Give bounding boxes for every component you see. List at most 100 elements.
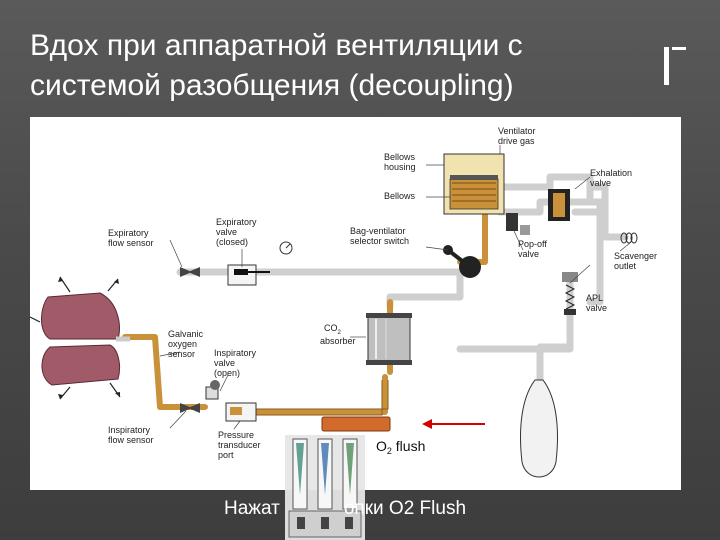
label-scavenger-outlet-2: outlet — [614, 261, 637, 271]
label-co2: CO — [324, 323, 338, 333]
label-galvanic-1: Galvanic — [168, 329, 204, 339]
flowmeter-tube-2 — [317, 438, 333, 510]
label-galvanic-2: oxygen — [168, 339, 197, 349]
svg-text:CO2: CO2 — [324, 323, 342, 336]
flowmeter-tube-3 — [342, 438, 358, 510]
svg-text:absorber: absorber — [320, 336, 356, 346]
svg-text:transducer: transducer — [218, 440, 261, 450]
apl-valve — [562, 272, 578, 315]
svg-text:Pressure: Pressure — [218, 430, 254, 440]
flowmeter-tube-1 — [292, 438, 308, 510]
slide-title: Вдох при аппаратной вентиляции с системо… — [30, 29, 523, 102]
label-pressure-2: transducer — [218, 440, 261, 450]
label-expiratory-valve-1: Expiratory — [216, 217, 257, 227]
svg-text:valve: valve — [216, 227, 237, 237]
svg-text:APL: APL — [586, 293, 603, 303]
label-pressure-1: Pressure — [218, 430, 254, 440]
svg-text:Bellows: Bellows — [384, 191, 416, 201]
svg-text:oxygen: oxygen — [168, 339, 197, 349]
o2-flush-arrow — [422, 419, 485, 429]
svg-text:sensor: sensor — [168, 349, 195, 359]
exhalation-valve — [548, 189, 570, 221]
inspiratory-gas-outline — [237, 380, 389, 416]
label-o2-flush-sub: 2 — [387, 446, 392, 456]
label-popoff-valve-1: Pop-off — [518, 239, 547, 249]
svg-text:port: port — [218, 450, 234, 460]
caption-left: Нажат — [224, 498, 280, 519]
label-ventilator-drive-gas-1: Ventilator — [498, 126, 536, 136]
svg-text:valve: valve — [214, 358, 235, 368]
bellows-housing — [443, 153, 505, 215]
inspiratory-gas-path — [122, 194, 503, 415]
slide-caption: Нажат опки O2 Flush — [224, 498, 466, 520]
svg-text:housing: housing — [384, 162, 416, 172]
label-scavenger-outlet-1: Scavenger — [614, 251, 657, 261]
lungs — [30, 276, 130, 400]
o2-flush-button — [321, 416, 391, 432]
label-apl-1: APL — [586, 293, 603, 303]
label-pressure-3: port — [218, 450, 234, 460]
label-expiratory-flow-sensor-1: Expiratory — [108, 228, 149, 238]
diagram-labels: Ventilator drive gas Bellows housing Bel… — [108, 126, 657, 460]
label-exhalation-valve-1: Exhalation — [590, 168, 632, 178]
svg-text:(closed): (closed) — [216, 237, 248, 247]
svg-text:flow sensor: flow sensor — [108, 238, 154, 248]
svg-text:Bag-ventilator: Bag-ventilator — [350, 226, 406, 236]
label-o2-flush-o: O — [376, 438, 387, 454]
svg-text:Pop-off: Pop-off — [518, 239, 547, 249]
svg-text:Scavenger: Scavenger — [614, 251, 657, 261]
svg-text:Ventilator: Ventilator — [498, 126, 536, 136]
svg-text:valve: valve — [590, 178, 611, 188]
label-expiratory-valve-3: (closed) — [216, 237, 248, 247]
label-expiratory-valve-2: valve — [216, 227, 237, 237]
svg-text:O2 flush: O2 flush — [376, 438, 425, 456]
scavenger-coil — [620, 232, 638, 244]
label-selector-switch-1: Bag-ventilator — [350, 226, 406, 236]
label-inspiratory-flow-sensor-1: Inspiratory — [108, 425, 151, 435]
label-inspiratory-valve-1: Inspiratory — [214, 348, 257, 358]
label-apl-2: valve — [586, 303, 607, 313]
label-popoff-valve-2: valve — [518, 249, 539, 259]
inspiratory-flow-sensor — [180, 403, 200, 413]
svg-text:Bellows: Bellows — [384, 152, 416, 162]
label-bellows-housing-1: Bellows — [384, 152, 416, 162]
label-absorber: absorber — [320, 336, 356, 346]
svg-text:valve: valve — [586, 303, 607, 313]
label-selector-switch-2: selector switch — [350, 236, 409, 246]
svg-text:outlet: outlet — [614, 261, 637, 271]
label-co2-subscript: 2 — [338, 330, 342, 336]
svg-text:valve: valve — [518, 249, 539, 259]
svg-text:selector switch: selector switch — [350, 236, 409, 246]
inspiratory-valve — [205, 380, 257, 422]
label-inspiratory-valve-3: (open) — [214, 368, 240, 378]
label-inspiratory-valve-2: valve — [214, 358, 235, 368]
label-ventilator-drive-gas-2: drive gas — [498, 136, 535, 146]
svg-text:drive gas: drive gas — [498, 136, 535, 146]
svg-text:Inspiratory: Inspiratory — [214, 348, 257, 358]
leader-lines — [159, 145, 631, 430]
svg-text:Exhalation: Exhalation — [590, 168, 632, 178]
caption-right: опки O2 Flush — [343, 498, 467, 519]
popoff-valve — [506, 213, 530, 235]
reservoir-bag — [520, 379, 558, 478]
svg-text:Inspiratory: Inspiratory — [108, 425, 151, 435]
anesthesia-circuit-diagram: Ventilator drive gas Bellows housing Bel… — [30, 117, 681, 490]
label-exhalation-valve-2: valve — [590, 178, 611, 188]
label-inspiratory-flow-sensor-2: flow sensor — [108, 435, 154, 445]
expiratory-valve — [227, 241, 293, 286]
svg-text:(open): (open) — [214, 368, 240, 378]
title-decoration-bar — [664, 47, 669, 85]
circuit-svg: Ventilator drive gas Bellows housing Bel… — [30, 126, 657, 478]
flowmeter-tubes — [285, 435, 365, 540]
label-galvanic-3: sensor — [168, 349, 195, 359]
expiratory-flow-sensor — [180, 267, 200, 277]
label-bellows: Bellows — [384, 191, 416, 201]
svg-text:Galvanic: Galvanic — [168, 329, 204, 339]
label-o2-flush-rest: flush — [392, 438, 425, 454]
svg-text:flow sensor: flow sensor — [108, 435, 154, 445]
label-bellows-housing-2: housing — [384, 162, 416, 172]
label-expiratory-flow-sensor-2: flow sensor — [108, 238, 154, 248]
co2-absorber — [366, 313, 412, 365]
svg-text:Expiratory: Expiratory — [216, 217, 257, 227]
svg-text:Expiratory: Expiratory — [108, 228, 149, 238]
